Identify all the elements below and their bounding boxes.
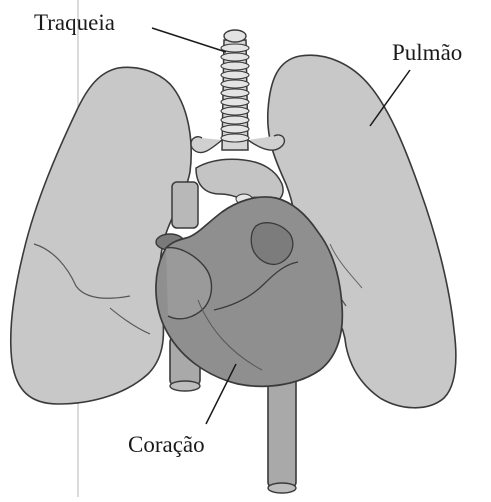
- trachea-ring: [221, 116, 249, 124]
- label-lung: Pulmão: [392, 40, 462, 65]
- trachea-ring: [221, 98, 249, 106]
- trachea-ring: [221, 134, 249, 142]
- trachea-leader-line: [152, 28, 226, 52]
- label-trachea-group: Traqueia: [34, 10, 226, 52]
- trachea-ring: [221, 80, 249, 88]
- superior-vena-cava: [172, 182, 198, 228]
- trachea-ring: [221, 107, 249, 115]
- label-heart: Coração: [128, 432, 205, 457]
- trachea-ring: [221, 125, 249, 133]
- trachea-ring: [221, 89, 249, 97]
- descending-aorta: [268, 370, 296, 493]
- trachea-ring: [221, 44, 249, 52]
- trachea-rings: [221, 44, 249, 142]
- label-trachea: Traqueia: [34, 10, 115, 35]
- trachea: [221, 30, 249, 150]
- trachea-ring: [221, 62, 249, 70]
- trachea-ring: [221, 53, 249, 61]
- trachea-ring: [221, 71, 249, 79]
